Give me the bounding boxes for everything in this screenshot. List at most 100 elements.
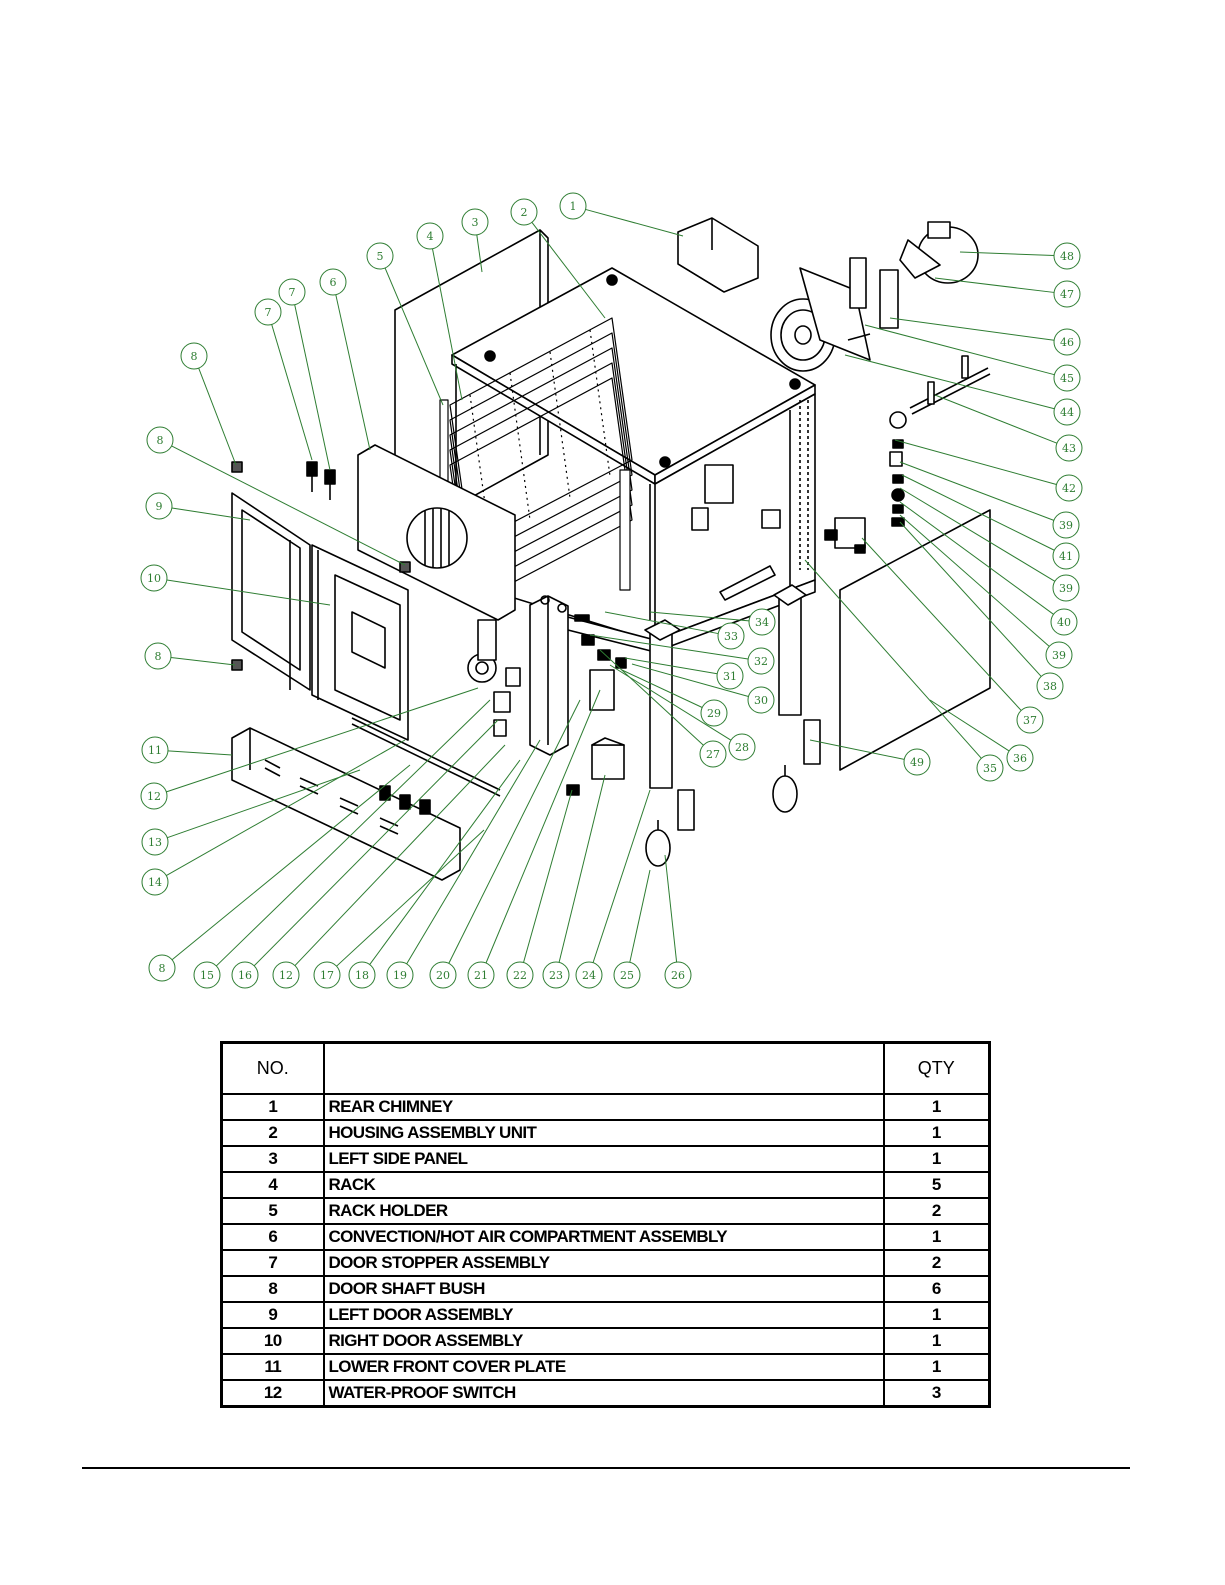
- callout-bubble: [903, 748, 931, 776]
- right-door: [311, 544, 409, 741]
- callout-bubble: [1053, 398, 1081, 426]
- callout-label: 3: [472, 216, 479, 229]
- callout-bubble: [146, 426, 174, 454]
- part-no: 5: [220, 1197, 325, 1225]
- callout-leader-line: [294, 304, 331, 471]
- part-qty: 1: [882, 1301, 991, 1329]
- part-description: REAR CHIMNEY: [322, 1093, 885, 1121]
- callout-26: 26: [664, 854, 692, 989]
- callout-leader-line: [934, 277, 1055, 293]
- callout-bubble: [1053, 328, 1081, 356]
- callout-29: 29: [621, 669, 728, 727]
- callout-49: 49: [809, 739, 931, 776]
- shaft-small-parts: [889, 411, 907, 527]
- callout-bubble: [510, 198, 538, 226]
- callout-bubble: [1052, 574, 1080, 602]
- callout-label: 8: [159, 962, 166, 975]
- callout-label: 20: [436, 969, 450, 982]
- callout-31: 31: [624, 657, 744, 690]
- callout-bubble: [748, 608, 776, 636]
- callout-label: 33: [724, 630, 738, 643]
- table-row: 7 DOOR STOPPER ASSEMBLY 2: [220, 1249, 991, 1277]
- callout-bubble: [1045, 641, 1073, 669]
- callout-bubble: [575, 961, 603, 989]
- callout-leader-line: [804, 559, 982, 759]
- callout-label: 37: [1023, 714, 1037, 727]
- part-description: WATER-PROOF SWITCH: [322, 1379, 885, 1408]
- callout-label: 12: [147, 790, 161, 803]
- transformer: [566, 737, 625, 796]
- callout-36: 36: [929, 699, 1034, 772]
- motor-assembly: [849, 221, 979, 329]
- callout-leader-line: [167, 750, 233, 756]
- callout-label: 32: [754, 655, 768, 668]
- callout-bubble: [542, 961, 570, 989]
- callout-12: 12: [140, 687, 479, 810]
- callout-label: 16: [238, 969, 252, 982]
- callout-1: 1: [559, 192, 684, 237]
- table-row: 4 RACK 5: [220, 1171, 991, 1199]
- callout-leader-line: [335, 294, 371, 451]
- callout-label: 29: [707, 707, 721, 720]
- callout-leader-line: [934, 394, 1058, 444]
- callout-label: 26: [671, 969, 685, 982]
- callout-leader-line: [809, 739, 905, 760]
- callout-3: 3: [461, 208, 489, 273]
- part-description: RACK: [322, 1171, 885, 1199]
- callout-label: 8: [155, 650, 162, 663]
- callout-bubble: [429, 961, 457, 989]
- callout-bubble: [700, 699, 728, 727]
- callout-bubble: [366, 242, 394, 270]
- callout-bubble: [716, 662, 744, 690]
- rear-chimney: [677, 217, 759, 293]
- callout-leader-line: [959, 251, 1055, 257]
- callout-20: 20: [429, 699, 581, 989]
- callout-leader-line: [336, 829, 485, 967]
- callout-8: 8: [146, 426, 406, 566]
- housing-assembly: [451, 267, 816, 653]
- callout-label: 24: [582, 969, 596, 982]
- callout-bubble: [747, 686, 775, 714]
- part-no: 1: [220, 1093, 325, 1121]
- callout-bubble: [231, 961, 259, 989]
- part-description: RACK HOLDER: [322, 1197, 885, 1225]
- callout-leader-line: [476, 234, 483, 273]
- part-no: 3: [220, 1145, 325, 1173]
- part-qty: 1: [882, 1353, 991, 1381]
- callout-label: 25: [620, 969, 634, 982]
- callout-bubble: [717, 622, 745, 650]
- callout-leader-line: [624, 657, 718, 675]
- callout-label: 10: [147, 572, 161, 585]
- callout-label: 39: [1052, 649, 1066, 662]
- callout-8: 8: [144, 642, 236, 670]
- callout-label: 27: [706, 748, 720, 761]
- callout-label: 9: [156, 500, 163, 513]
- callout-label: 14: [148, 876, 162, 889]
- callout-label: 48: [1060, 250, 1074, 263]
- callout-leader-line: [485, 689, 601, 964]
- callout-bubble: [1006, 744, 1034, 772]
- callout-47: 47: [934, 277, 1081, 308]
- callout-bubble: [254, 298, 282, 326]
- table-row: 9 LEFT DOOR ASSEMBLY 1: [220, 1301, 991, 1329]
- callout-label: 6: [330, 276, 337, 289]
- callout-43: 43: [934, 394, 1083, 462]
- part-description: LEFT SIDE PANEL: [322, 1145, 885, 1173]
- callout-bubble: [559, 192, 587, 220]
- callout-bubble: [141, 736, 169, 764]
- callout-leader-line: [929, 699, 1010, 752]
- callout-35: 35: [804, 559, 1004, 782]
- callout-label: 22: [513, 969, 527, 982]
- callout-bubble: [140, 782, 168, 810]
- callout-leader-line: [901, 474, 1055, 551]
- callout-7: 7: [278, 278, 331, 471]
- callout-leader-line: [649, 611, 750, 622]
- callout-7: 7: [254, 298, 313, 461]
- caster-wheels: [467, 619, 798, 867]
- callout-45: 45: [864, 324, 1081, 392]
- callout-bubble: [1050, 608, 1078, 636]
- callout-bubble: [699, 740, 727, 768]
- callout-label: 4: [427, 230, 434, 243]
- callout-leader-line: [631, 663, 749, 697]
- part-qty: 1: [882, 1145, 991, 1173]
